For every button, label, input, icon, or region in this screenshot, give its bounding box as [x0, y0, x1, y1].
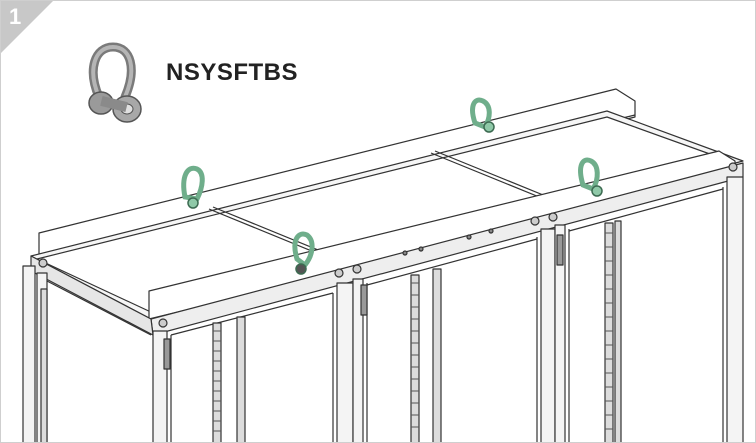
step-badge: 1: [1, 1, 53, 53]
shackle-marker-2: [470, 97, 495, 133]
part-code-label: NSYSFTBS: [166, 59, 299, 86]
shackle-icon: [88, 42, 142, 123]
shackle-marker-3: [578, 157, 603, 197]
shackle-marker-1: [181, 165, 205, 209]
step-number: 1: [9, 4, 22, 29]
shackle-marker-4: [292, 231, 315, 275]
